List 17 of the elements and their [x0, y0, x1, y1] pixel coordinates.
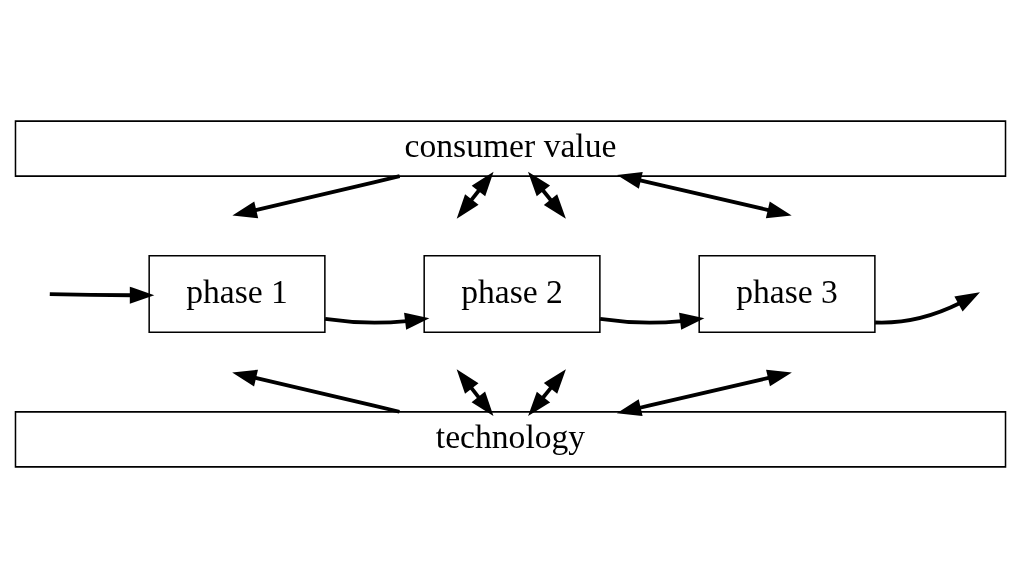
- arrow: [616, 172, 792, 219]
- node-box: phase 3: [698, 255, 876, 333]
- arrow: [616, 369, 792, 416]
- arrow: [528, 171, 566, 219]
- arrow: [232, 174, 401, 219]
- arrow: [232, 369, 400, 414]
- arrow: [528, 369, 566, 417]
- node-box: technology: [14, 411, 1007, 468]
- arrow: [599, 312, 705, 330]
- node-box: phase 1: [148, 255, 326, 333]
- arrow: [456, 171, 494, 219]
- node-box: consumer value: [14, 120, 1007, 177]
- arrow: [875, 292, 980, 325]
- arrow: [49, 286, 155, 304]
- arrow: [324, 312, 430, 330]
- arrow: [456, 369, 494, 417]
- node-box: phase 2: [423, 255, 601, 333]
